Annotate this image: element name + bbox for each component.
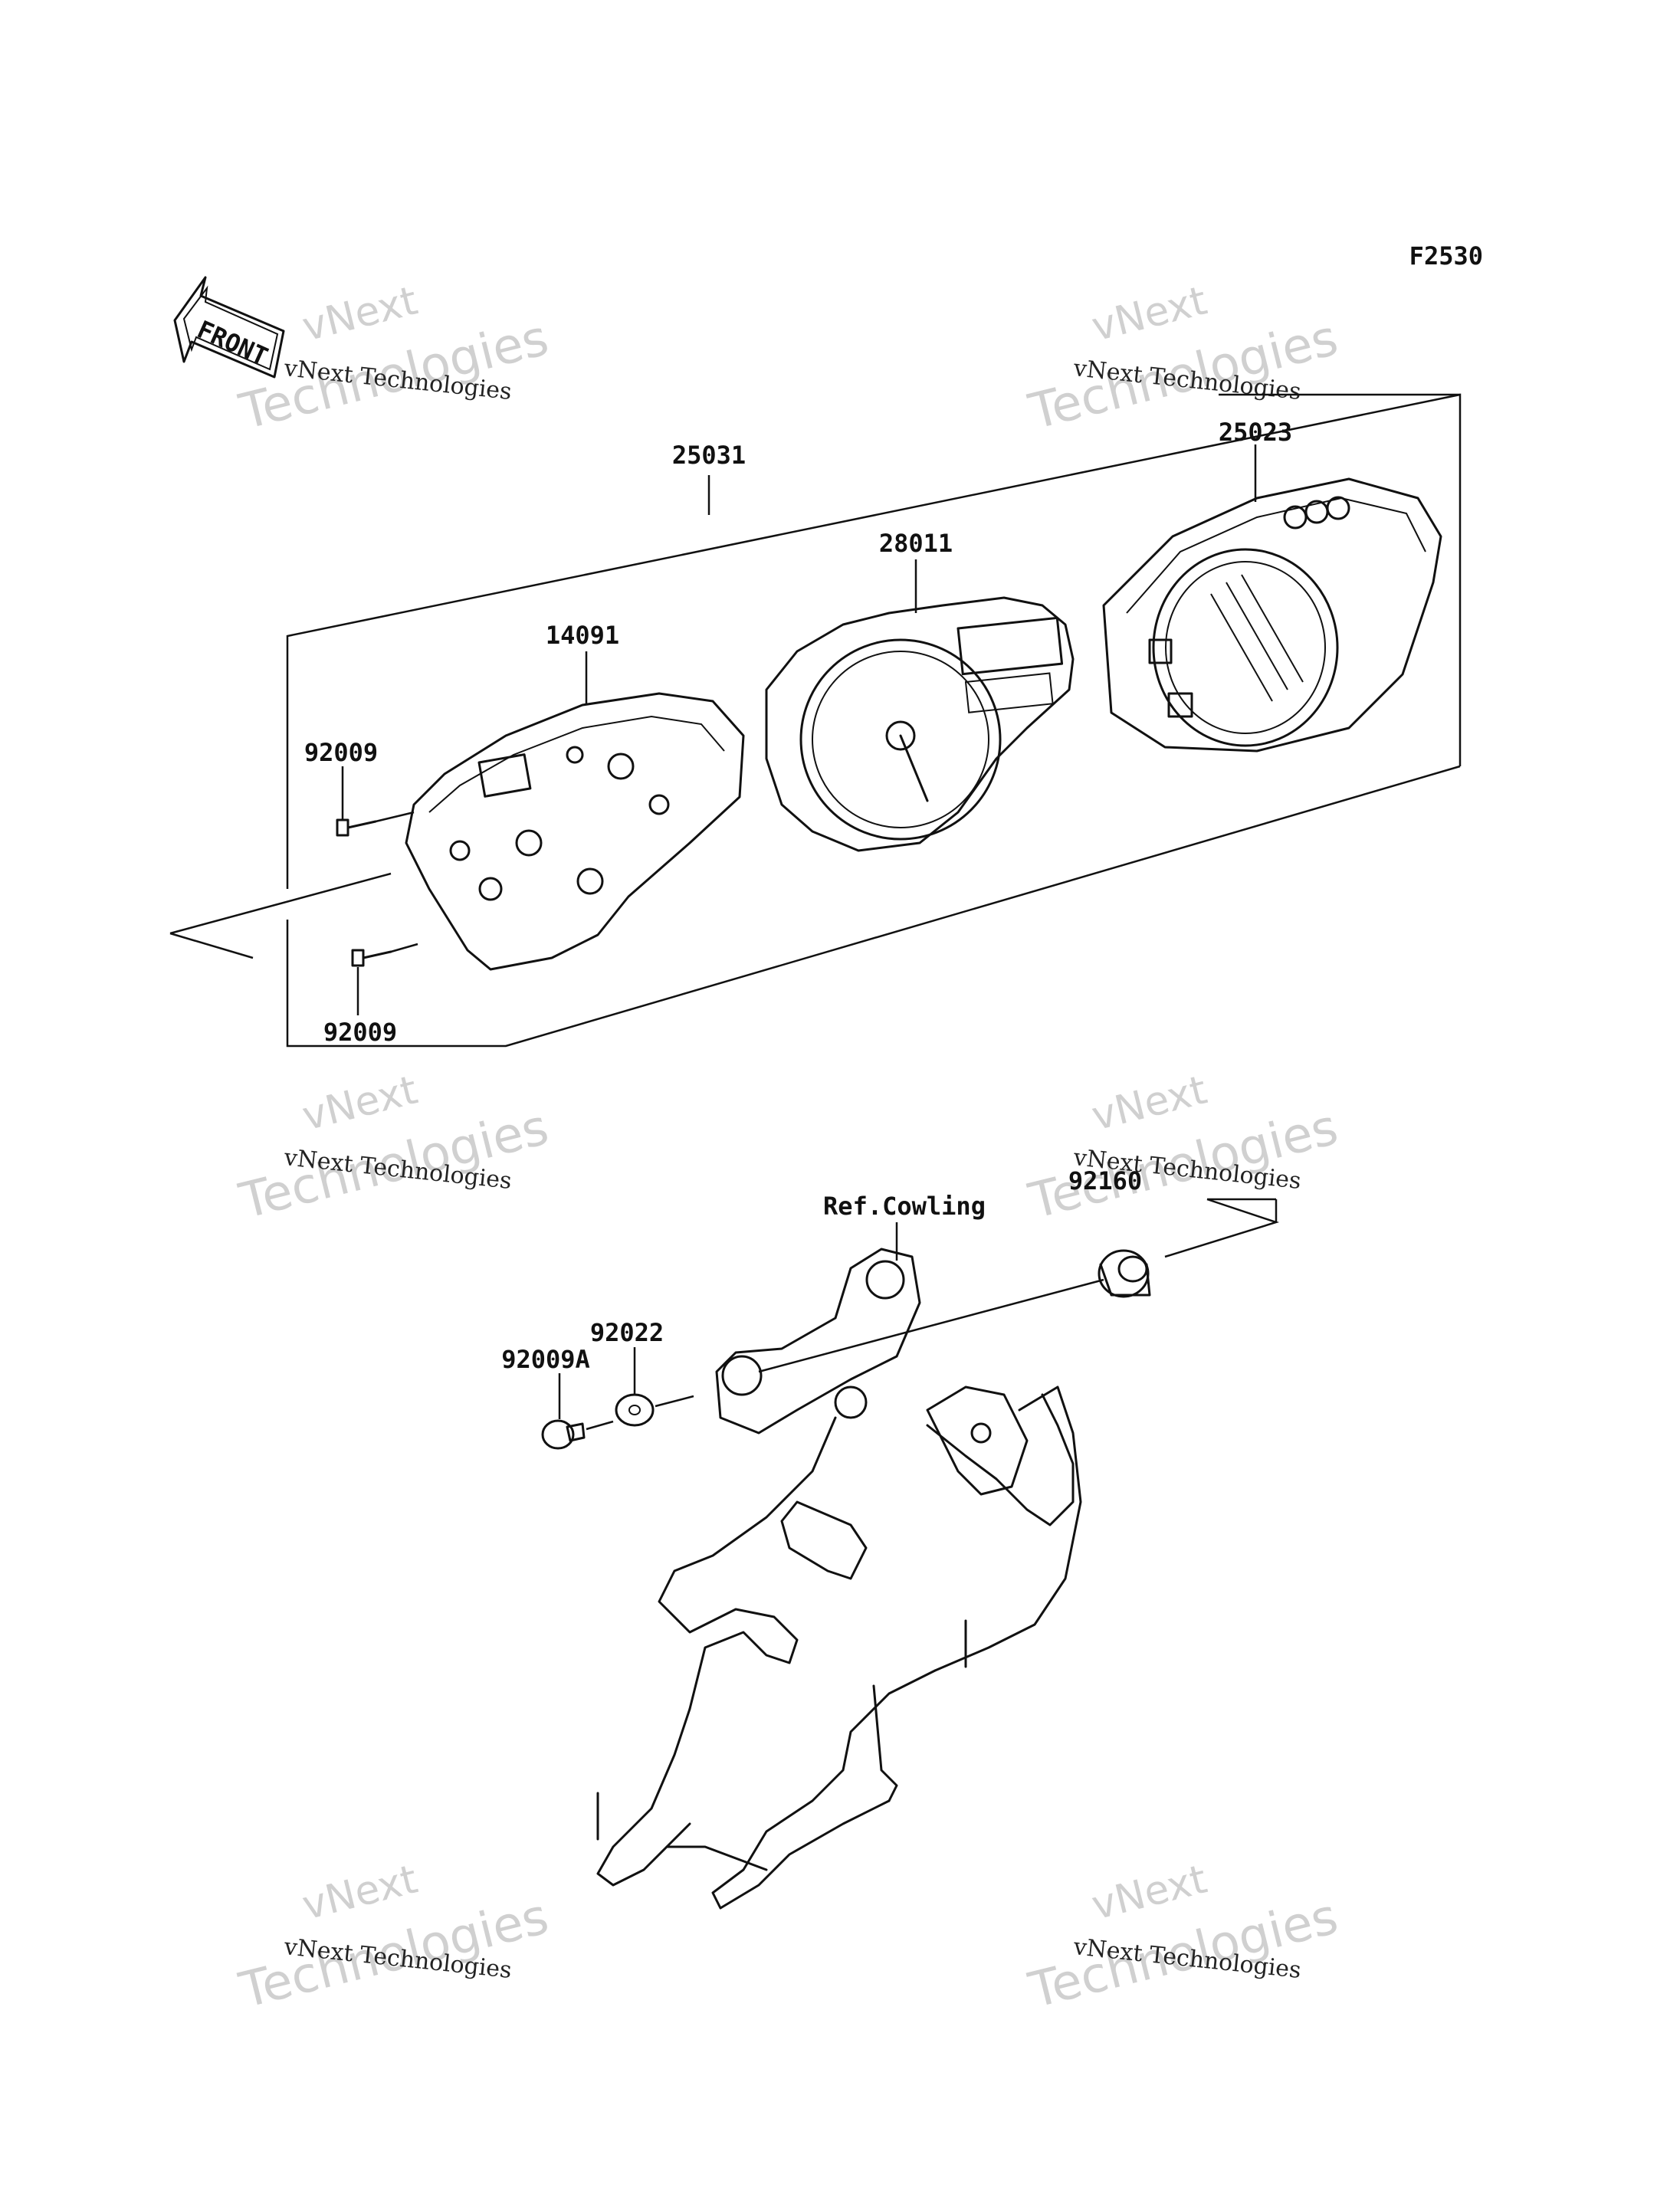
front-arrow-icon: FRONT (173, 276, 285, 379)
svg-text:FRONT: FRONT (193, 315, 272, 372)
watermark-top-left: vNext Technologies vNext Technologies (234, 278, 554, 441)
callout-screw-upper: 92009 (304, 738, 378, 767)
washer-icon (615, 1347, 694, 1427)
callout-meter-unit: 28011 (879, 529, 953, 558)
watermark-mid-left: vNext Technologies vNext Technologies (234, 1067, 554, 1231)
screw-lower-icon (351, 943, 418, 1015)
callout-damper: 92160 (1068, 1166, 1142, 1195)
svg-text:vNext: vNext (298, 1857, 422, 1930)
watermark-mid-right: vNext Technologies vNext Technologies (1023, 1067, 1344, 1231)
screw-upper-icon (336, 766, 415, 837)
callout-bolt: 92009A (501, 1345, 590, 1374)
meter-unit (765, 559, 1075, 852)
meter-case-cover (1102, 444, 1442, 753)
callout-case-cover: 25023 (1219, 418, 1292, 447)
svg-text:vNext: vNext (1088, 278, 1212, 351)
watermark-top-right: vNext Technologies vNext Technologies (1023, 278, 1344, 441)
meter-case-lower (405, 651, 745, 971)
callout-case-lower: 14091 (546, 621, 619, 650)
callout-washer: 92022 (590, 1318, 664, 1347)
callout-ref-cowling: Ref.Cowling (823, 1192, 986, 1221)
svg-text:vNext: vNext (298, 1067, 422, 1140)
callout-screw-lower: 92009 (323, 1018, 397, 1047)
callout-assembly: 25031 (672, 441, 746, 470)
watermark-bottom-right: vNext Technologies vNext Technologies (1023, 1857, 1344, 2020)
figure-code: F2530 (1409, 241, 1483, 271)
svg-text:vNext: vNext (1088, 1067, 1212, 1140)
damper-icon (758, 1198, 1280, 1373)
bolt-icon (541, 1373, 614, 1450)
svg-text:vNext: vNext (1088, 1857, 1212, 1930)
watermark-bottom-left: vNext Technologies vNext Technologies (234, 1857, 554, 2020)
assembly-outline (169, 393, 1462, 1048)
svg-text:vNext: vNext (298, 278, 422, 351)
meter-bracket-stay (596, 1222, 1082, 1910)
